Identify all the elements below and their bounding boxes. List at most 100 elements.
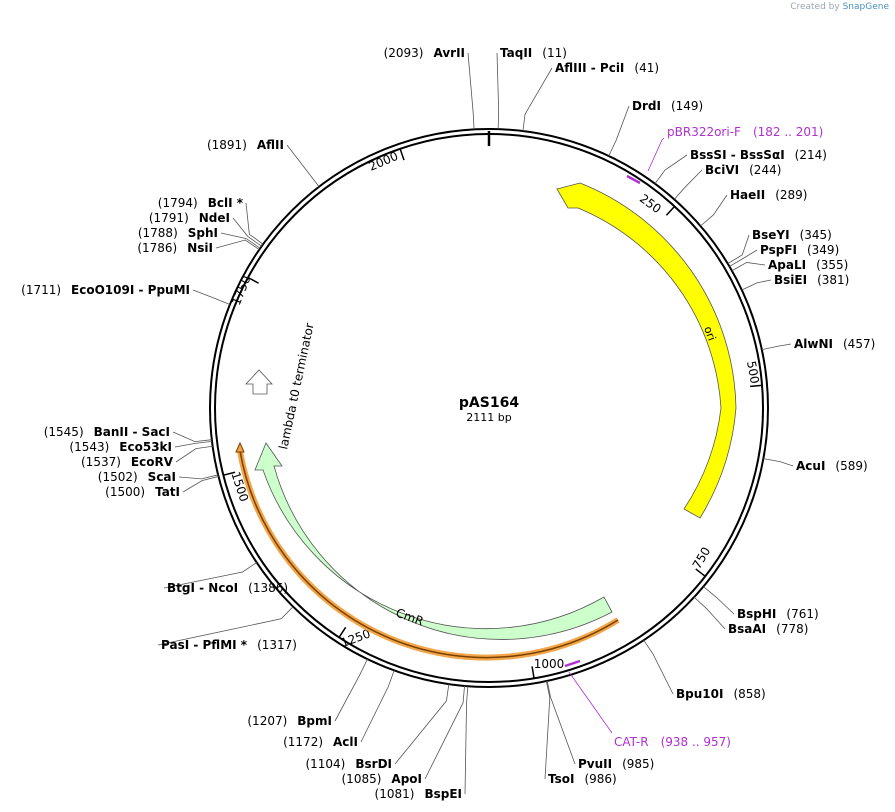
tick-mark-2000: [399, 148, 405, 161]
site-lead-afliii-pcii: [522, 67, 553, 132]
site-apali[interactable]: ApaLI(355): [768, 258, 848, 272]
site-position: (1794): [158, 196, 198, 210]
site-scai[interactable]: (1502)ScaI: [98, 470, 176, 484]
site-position: (1502): [98, 470, 138, 484]
site-position: (1545): [44, 425, 84, 439]
primer-cat-r[interactable]: CAT-R(938 .. 957): [614, 735, 731, 749]
tick-mark-1250: [338, 626, 347, 638]
site-name: BsiEI: [774, 273, 807, 287]
site-pasi-pflmi[interactable]: PasI - PflMI *(1317): [161, 638, 297, 652]
site-bsrdi[interactable]: (1104)BsrDI: [305, 757, 392, 771]
credit-prefix: Created by: [790, 2, 840, 12]
feature-lambda-t0-terminator[interactable]: [245, 369, 273, 395]
site-pspfi[interactable]: PspFI(349): [760, 243, 839, 257]
site-acui[interactable]: AcuI(589): [796, 459, 868, 473]
site-bcivi[interactable]: BciVI(244): [705, 163, 781, 177]
site-lead-avrii: [467, 52, 475, 130]
site-position: (1172): [283, 735, 323, 749]
site-name: TsoI: [548, 772, 574, 786]
site-drdi[interactable]: DrdI (149): [632, 99, 703, 113]
site-name: ApaLI: [768, 258, 806, 272]
site-name: ApoI: [391, 772, 422, 786]
site-ecoo109i-ppumi[interactable]: (1711)EcoO109I - PpuMI: [21, 283, 190, 297]
site-ecorv[interactable]: (1537)EcoRV: [81, 455, 174, 469]
site-lead-bsssi-bsss-i: [654, 154, 688, 184]
site-avrii[interactable]: (2093)AvrII: [384, 46, 465, 60]
site-taqii[interactable]: TaqII(11): [500, 46, 567, 60]
site-lead-bsiei: [741, 279, 772, 291]
site-bsssi-bsss-i[interactable]: BssSI - BssSαI(214): [690, 148, 827, 162]
primer-pbr322ori-f[interactable]: pBR322ori-F(182 .. 201): [667, 125, 823, 139]
tick-label-500: 500: [744, 360, 762, 385]
plasmid-size: 2111 bp: [466, 411, 511, 424]
feature-cmr[interactable]: [254, 442, 613, 640]
site-lead-scai: [178, 474, 219, 480]
site-position: (1104): [305, 757, 345, 771]
site-bsiei[interactable]: BsiEI (381): [774, 273, 849, 287]
site-name: NdeI: [199, 211, 230, 225]
site-acli[interactable]: (1172)AclI: [283, 735, 358, 749]
site-position: (1207): [247, 714, 287, 728]
site-position: (1500): [105, 485, 145, 499]
site-bsphi[interactable]: BspHI(761): [737, 607, 819, 621]
site-position: (149): [671, 99, 703, 113]
site-bsaai[interactable]: BsaAI (778): [728, 622, 808, 636]
feature-ori[interactable]: [556, 182, 737, 519]
site-lead-ecorv: [175, 445, 213, 463]
site-eco53ki[interactable]: (1543)Eco53kI: [69, 440, 172, 454]
site-position: (381): [817, 273, 849, 287]
site-pvuii[interactable]: PvuII(985): [578, 757, 654, 771]
site-name: BciVI: [705, 163, 739, 177]
site-position: (1386): [248, 581, 288, 595]
site-tati[interactable]: (1500)TatI: [105, 485, 180, 499]
site-bcli[interactable]: (1794)BclI *: [158, 196, 244, 210]
site-name: BtgI - NcoI: [167, 581, 238, 595]
backbone-outer: [209, 128, 769, 688]
site-lead-alwni: [761, 343, 792, 351]
site-position: (1537): [81, 455, 121, 469]
site-alwni[interactable]: AlwNI (457): [794, 337, 875, 351]
site-tsoi[interactable]: TsoI (986): [548, 772, 617, 786]
site-position: (11): [542, 46, 567, 60]
site-name: SphI: [188, 226, 218, 240]
site-position: (778): [776, 622, 808, 636]
site-apoi[interactable]: (1085)ApoI: [342, 772, 423, 786]
site-position: (457): [843, 337, 875, 351]
tick-label-1750: 1750: [229, 274, 253, 308]
site-lead-apali: [731, 262, 766, 272]
site-lead-apoi: [424, 685, 465, 780]
plasmid-name: pAS164: [459, 395, 519, 411]
site-bspei[interactable]: (1081)BspEI: [375, 787, 462, 801]
site-bpmi[interactable]: (1207)BpmI: [247, 714, 332, 728]
site-lead-acui: [763, 458, 794, 467]
site-nsii[interactable]: (1786)NsiI: [137, 241, 213, 255]
site-lead-tsoi: [544, 680, 551, 780]
site-sphi[interactable]: (1788)SphI: [138, 226, 218, 240]
site-position: (2093): [384, 46, 424, 60]
site-name: Bpu10I: [676, 687, 723, 701]
primer-cat-r-range: (938 .. 957): [661, 735, 731, 749]
site-banii-saci[interactable]: (1545)BanII - SacI: [44, 425, 170, 439]
site-lead-btgi-ncoi: [163, 562, 257, 589]
site-name: DrdI: [632, 99, 661, 113]
site-lead-drdi: [608, 105, 630, 157]
site-lead-pasi-pflmi: [157, 606, 294, 646]
site-bseyi[interactable]: BseYI(345): [752, 228, 832, 242]
site-position: (986): [584, 772, 616, 786]
site-lead-bsrdi: [394, 684, 450, 765]
site-name: AflIII - PciI: [555, 61, 624, 75]
snapgene-credit: Created by SnapGene: [790, 2, 889, 12]
tick-mark-500: [750, 384, 763, 388]
site-haeii[interactable]: HaeII(289): [730, 188, 808, 202]
site-afliii-pcii[interactable]: AflIII - PciI(41): [555, 61, 659, 75]
site-lead-ndei: [232, 217, 262, 247]
site-lead-sphi: [220, 232, 261, 249]
site-name: BspHI: [737, 607, 776, 621]
site-bpu10i[interactable]: Bpu10I(858): [676, 687, 766, 701]
site-btgi-ncoi[interactable]: BtgI - NcoI (1386): [167, 581, 288, 595]
site-aflii[interactable]: (1891)AflII: [207, 138, 284, 152]
site-ndei[interactable]: (1791)NdeI: [149, 211, 230, 225]
feature-ori-label: ori: [701, 325, 718, 343]
site-name: BsaAI: [728, 622, 766, 636]
site-name: AlwNI: [794, 337, 833, 351]
